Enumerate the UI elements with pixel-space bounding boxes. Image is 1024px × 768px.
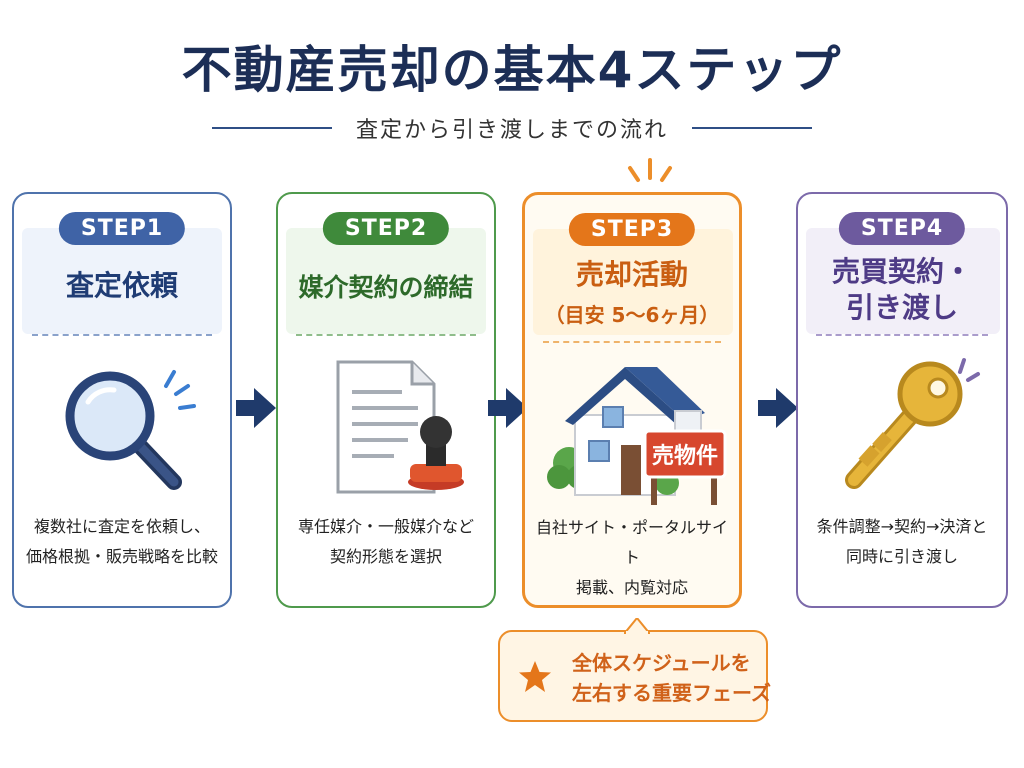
magnifier-icon xyxy=(65,370,196,490)
step-duration: （目安 5〜6ヶ月） xyxy=(544,303,720,327)
step-title: 査定依頼 xyxy=(65,269,178,302)
subtitle-row: 査定から引き渡しまでの流れ xyxy=(0,112,1024,144)
divider xyxy=(543,341,721,343)
step-card-3: STEP3 売却活動 （目安 5〜6ヶ月） 売物件 自社サイト・ポータルサイト … xyxy=(522,192,742,608)
subtitle-line-left xyxy=(211,127,332,129)
arrow-right-icon xyxy=(236,388,276,428)
step-description: 複数社に査定を依頼し、 価格根拠・販売戦略を比較 xyxy=(25,517,218,566)
step-badge: STEP1 xyxy=(58,212,186,245)
step-card-header xyxy=(533,229,733,335)
page-title: 不動産売却の基本4ステップ xyxy=(181,41,843,99)
step-card-header xyxy=(22,228,222,334)
step-badge: STEP2 xyxy=(322,212,450,245)
step-description: 条件調整→契約→決済と 同時に引き渡し xyxy=(816,517,988,566)
step-description: 自社サイト・ポータルサイト 掲載、内覧対応 xyxy=(535,518,728,597)
page-subtitle: 査定から引き渡しまでの流れ xyxy=(355,118,668,143)
house-for-sale-icon: 売物件 xyxy=(547,367,727,505)
step-description: 専任媒介・一般媒介など 契約形態を選択 xyxy=(297,517,474,566)
contract-stamp-icon xyxy=(336,360,464,494)
callout-pointer xyxy=(624,618,650,634)
key-icon xyxy=(845,358,980,489)
step-title: 売却活動 xyxy=(575,258,688,291)
arrow-right-icon xyxy=(488,388,528,428)
callout-text: 全体スケジュールを 左右する重要フェーズ xyxy=(572,651,771,705)
step-badge: STEP4 xyxy=(838,212,966,245)
step-card-2: STEP2 媒介契約の締結 専任媒介・一般媒介など 契約形態を選択 xyxy=(276,192,496,608)
subtitle-line-right xyxy=(692,127,812,129)
star-icon xyxy=(519,661,551,692)
step-title: 媒介契約の締結 xyxy=(298,273,474,302)
step-badge: STEP3 xyxy=(568,213,696,246)
divider xyxy=(296,334,476,336)
step-card-header xyxy=(806,228,1000,334)
step-card-header xyxy=(286,228,486,334)
emphasis-sparks-icon xyxy=(628,158,672,182)
for-sale-sign-text: 売物件 xyxy=(652,443,718,469)
step-card-1: STEP1 査定依頼 複数社に査定を依頼し、 価格根拠・販売戦略を比較 xyxy=(12,192,232,608)
step-title: 売買契約・ 引き渡し xyxy=(831,255,972,324)
key-phase-callout: 全体スケジュールを 左右する重要フェーズ xyxy=(498,618,771,722)
divider xyxy=(32,334,212,336)
arrow-right-icon xyxy=(758,388,798,428)
step-card-4: STEP4 売買契約・ 引き渡し 条件調整→契約→決済と 同時に引き渡し xyxy=(796,192,1008,608)
divider xyxy=(816,334,988,336)
